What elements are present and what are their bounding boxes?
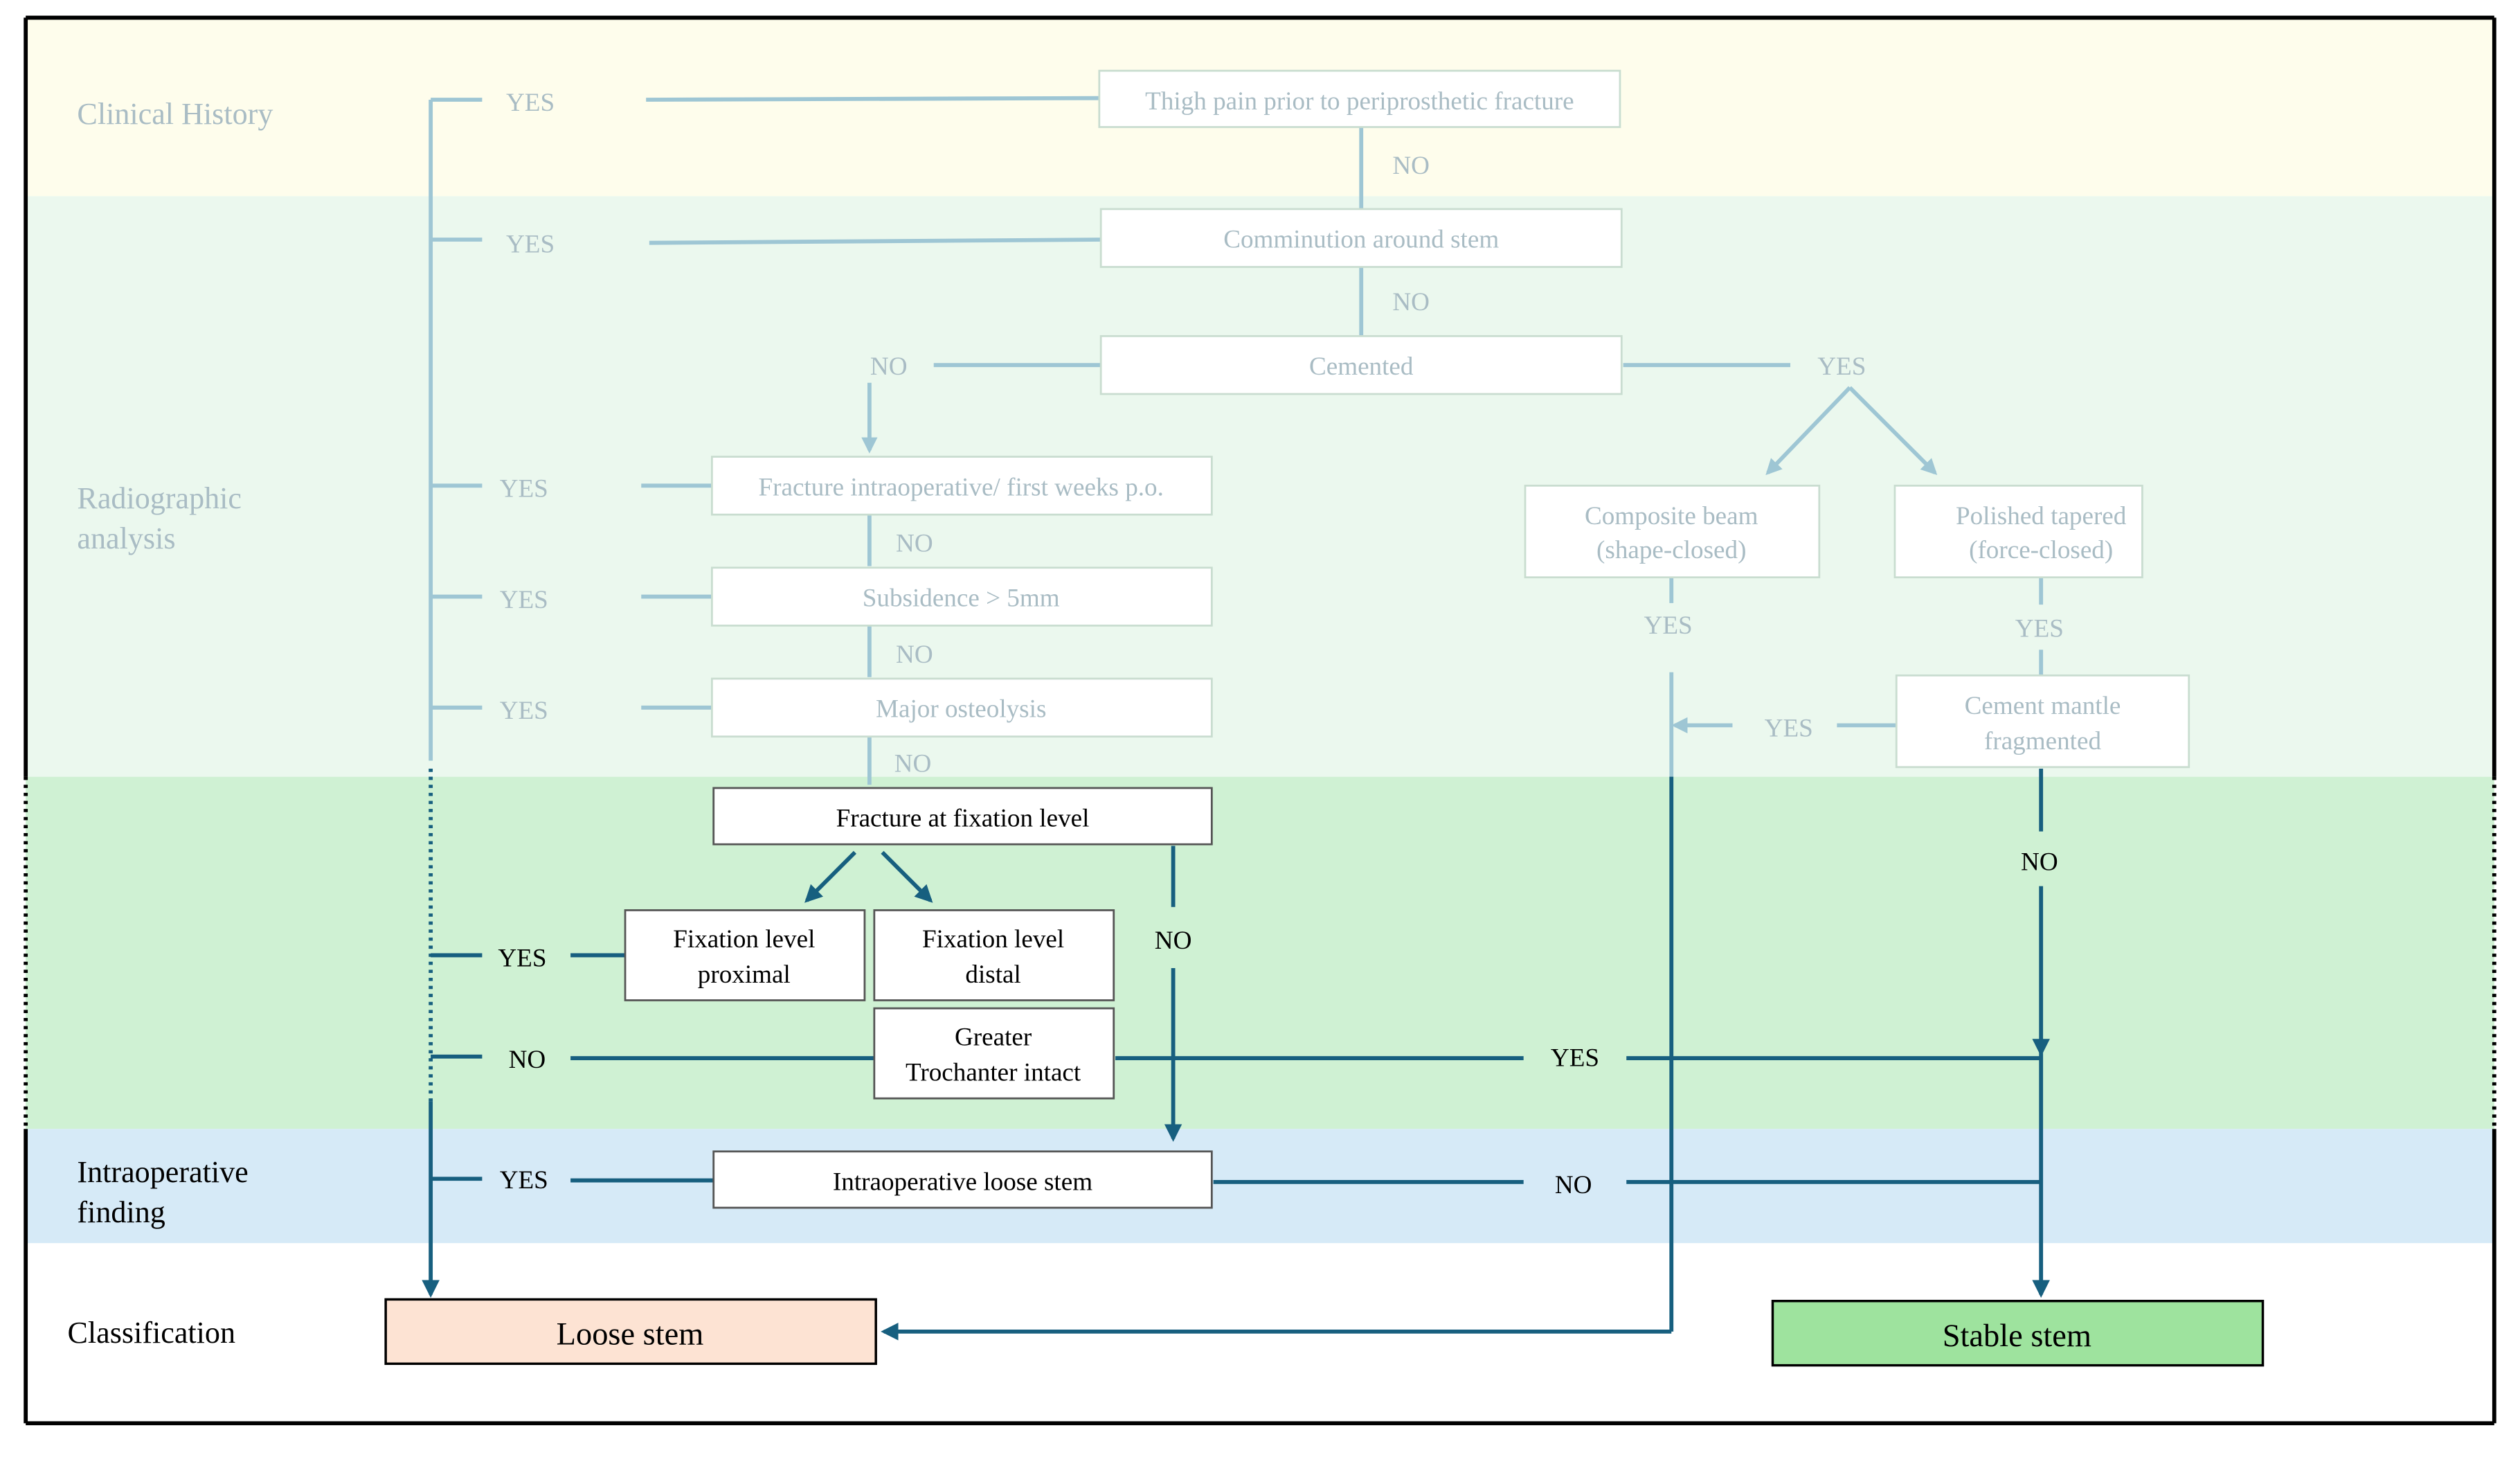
yes-label: YES — [1551, 1044, 1599, 1073]
greater-trochanter-subtext: Trochanter intact — [906, 1059, 1081, 1087]
box-fracture-at-fixation: Fracture at fixation level — [712, 787, 1213, 846]
dark-connectors — [422, 769, 2050, 1341]
cement-mantle-subtext: fragmented — [1984, 727, 2101, 756]
no-label: NO — [509, 1046, 546, 1074]
loose-stem-box: Loose stem — [384, 1298, 877, 1366]
faded-box-polished-tapered: Polished tapered (force-closed) — [1893, 484, 2143, 579]
faded-box-comminution: Comminution around stem — [1099, 208, 1623, 268]
faded-box-fracture-intraop: Fracture intraoperative/ first weeks p.o… — [710, 456, 1213, 516]
faded-box-osteolysis: Major osteolysis — [710, 677, 1213, 738]
faded-decision-labels: YES NO YES NO NO YES YES NO YES NO YES N… — [500, 89, 2064, 778]
faded-box-subsidence: Subsidence > 5mm — [710, 566, 1213, 627]
section-label-analysis: analysis — [77, 521, 175, 555]
box-fixation-distal: Fixation level distal — [873, 909, 1115, 1001]
intraoperative-band — [26, 1129, 2494, 1244]
box-intraop-loose: Intraoperative loose stem — [712, 1150, 1213, 1209]
intraop-loose-text: Intraoperative loose stem — [833, 1168, 1092, 1196]
no-label: NO — [1392, 288, 1430, 316]
stable-stem-box: Stable stem — [1771, 1299, 2265, 1367]
section-label-radiographic: Radiographic — [77, 481, 242, 515]
yes-label: YES — [1817, 352, 1866, 381]
polished-tapered-subtext: (force-closed) — [1969, 536, 2113, 564]
no-label: NO — [1155, 927, 1192, 955]
yes-label: YES — [1765, 715, 1813, 743]
osteolysis-text: Major osteolysis — [876, 695, 1046, 724]
polished-tapered-text: Polished tapered — [1956, 502, 2127, 530]
yes-label: YES — [498, 945, 546, 973]
fix-proximal-text: Fixation level — [673, 925, 815, 954]
yes-label: YES — [506, 231, 555, 259]
yes-label: YES — [500, 586, 548, 614]
no-label: NO — [1392, 152, 1430, 180]
fixation-band — [26, 776, 2494, 1129]
section-label-intraoperative: Intraoperative — [77, 1155, 248, 1189]
faded-connectors — [429, 96, 2044, 785]
box-greater-trochanter: Greater Trochanter intact — [873, 1007, 1115, 1100]
yes-label: YES — [506, 89, 555, 117]
loose-stem-text: Loose stem — [557, 1316, 704, 1352]
section-label-clinical: Clinical History — [77, 97, 273, 131]
composite-beam-text: Composite beam — [1585, 502, 1758, 530]
fix-distal-subtext: distal — [965, 960, 1020, 989]
cemented-text: Cemented — [1309, 352, 1414, 381]
fix-proximal-subtext: proximal — [698, 960, 791, 989]
yes-label: YES — [500, 1166, 548, 1195]
yes-label: YES — [2015, 615, 2064, 643]
faded-box-thigh-pain: Thigh pain prior to periprosthetic fract… — [1098, 69, 1621, 128]
composite-beam-subtext: (shape-closed) — [1596, 536, 1746, 564]
yes-label: YES — [500, 697, 548, 725]
outer-frame — [24, 15, 2496, 1426]
fracture-intraop-text: Fracture intraoperative/ first weeks p.o… — [758, 473, 1163, 501]
fracture-fixation-text: Fracture at fixation level — [836, 805, 1090, 833]
subsidence-text: Subsidence > 5mm — [863, 584, 1060, 613]
fix-distal-text: Fixation level — [922, 925, 1064, 954]
no-label: NO — [896, 641, 933, 669]
no-label: NO — [896, 530, 933, 558]
faded-box-cement-mantle: Cement mantle fragmented — [1895, 674, 2190, 769]
box-fixation-proximal: Fixation level proximal — [624, 909, 866, 1001]
stable-stem-text: Stable stem — [1943, 1319, 2091, 1354]
faded-box-cemented: Cemented — [1099, 334, 1623, 395]
comminution-text: Comminution around stem — [1223, 226, 1499, 254]
section-label-classification: Classification — [67, 1316, 235, 1350]
yes-label: YES — [500, 475, 548, 503]
greater-trochanter-text: Greater — [955, 1023, 1032, 1051]
no-label: NO — [870, 352, 908, 381]
no-label: NO — [1555, 1171, 1592, 1199]
thigh-pain-text: Thigh pain prior to periprosthetic fract… — [1145, 87, 1574, 116]
dark-decision-labels: NO YES NO NO YES YES NO — [498, 848, 2058, 1199]
cement-mantle-text: Cement mantle — [1965, 692, 2121, 720]
no-label: NO — [894, 750, 932, 778]
no-label: NO — [2021, 848, 2058, 876]
yes-label: YES — [1644, 611, 1693, 640]
section-label-finding: finding — [77, 1195, 165, 1229]
faded-box-composite-beam: Composite beam (shape-closed) — [1524, 484, 1821, 579]
